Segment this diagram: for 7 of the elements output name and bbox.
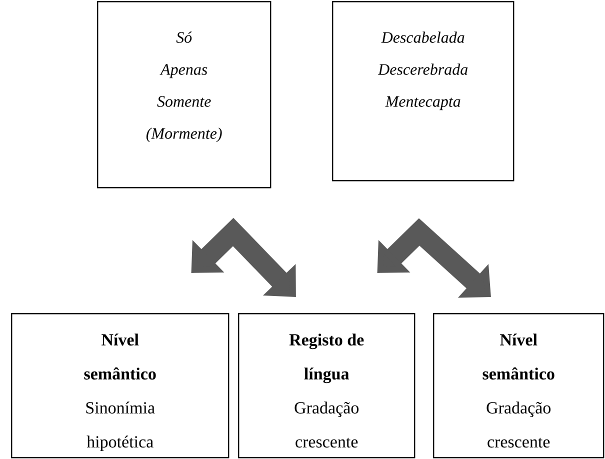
text-box: Nível semântico Gradação crescente (433, 313, 604, 458)
text-box: Só Apenas Somente (Mormente) (97, 1, 272, 188)
bent-arrow (377, 218, 491, 298)
text-box: Nível semântico Sinonímia hipotética (11, 313, 230, 458)
text-box: Descabelada Descerebrada Mentecapta (332, 1, 514, 182)
bent-arrow (191, 218, 296, 297)
text-box: Registo de língua Gradação crescente (238, 313, 416, 458)
